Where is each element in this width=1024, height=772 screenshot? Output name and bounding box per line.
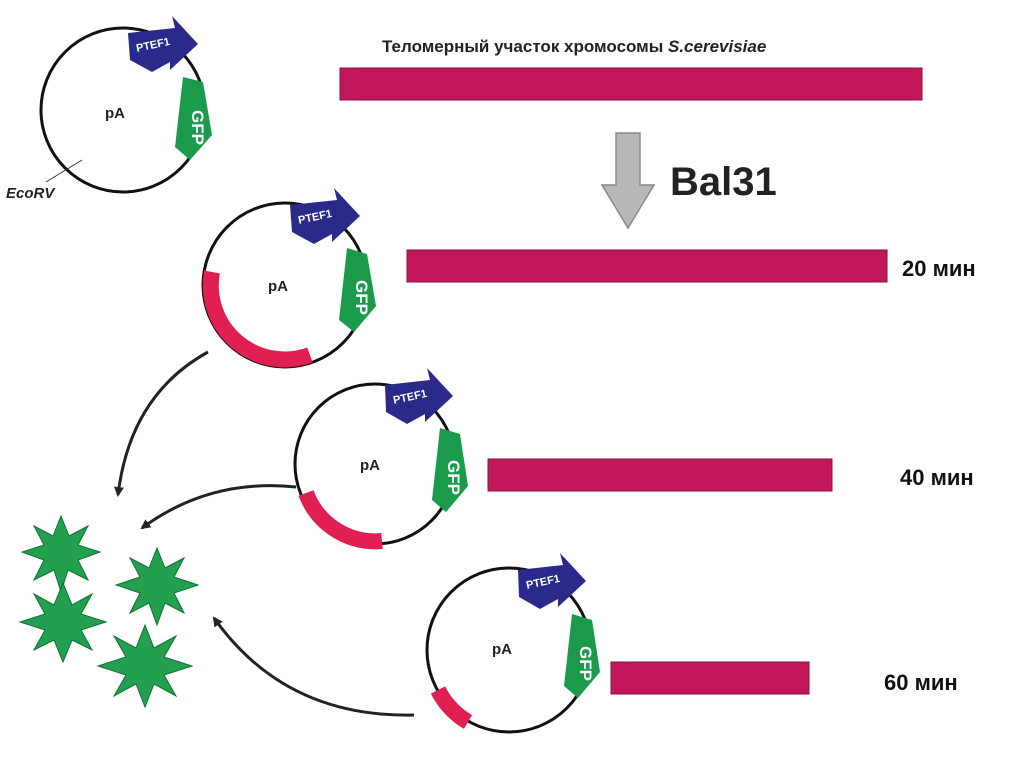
time-label-40: 40 мин	[900, 465, 974, 490]
plasmid-origin-label: pA	[105, 105, 125, 122]
telomeric-insert	[298, 489, 383, 550]
bal31-arrow-icon	[600, 132, 656, 230]
gfp-label: GFP	[444, 460, 463, 495]
ptef1-promoter-arrow-icon	[290, 188, 360, 244]
ecorv-label: EcoRV	[6, 185, 56, 202]
plasmid-original: pA GFP PTEF1 EcoRV	[6, 16, 212, 202]
gfp-segment	[432, 428, 468, 512]
title: Теломерный участок хромосомы S.cerevisia…	[382, 37, 766, 56]
plasmid-origin-label: pA	[268, 278, 288, 295]
ptef1-promoter-arrow-icon	[128, 16, 198, 72]
gfp-colonies	[18, 514, 200, 709]
title-species: S.cerevisiae	[668, 37, 766, 56]
ecorv-pointer	[45, 159, 83, 183]
colony-icon	[96, 623, 194, 709]
transform-arrow-3	[212, 616, 415, 717]
plasmid-20-min: pA GFP PTEF1	[201, 188, 376, 369]
telomere-bar-20-min	[406, 249, 888, 283]
plasmid-40-min: pA GFP PTEF1	[293, 368, 468, 550]
gfp-label: GFP	[352, 280, 371, 315]
transform-arrow-2	[140, 484, 297, 530]
transform-arrow-1	[113, 350, 209, 497]
telomeric-insert	[202, 270, 313, 368]
gfp-segment	[339, 248, 376, 332]
colony-icon	[20, 514, 102, 594]
gfp-segment	[175, 77, 212, 160]
telomere-bar-40-min	[487, 458, 833, 492]
telomere-bar-60-min	[610, 661, 810, 695]
enzyme-label: Bal31	[670, 160, 777, 204]
telomeric-insert	[430, 686, 473, 729]
ptef1-promoter-arrow-icon	[518, 553, 586, 609]
plasmid-60-min: pA GFP PTEF1	[425, 553, 600, 734]
time-label-20: 20 мин	[902, 256, 976, 281]
gfp-label: GFP	[188, 110, 207, 145]
gfp-label: GFP	[576, 646, 595, 681]
title-main: Теломерный участок хромосомы	[382, 37, 668, 56]
plasmid-origin-label: pA	[492, 641, 512, 658]
ptef1-promoter-arrow-icon	[385, 368, 453, 424]
colony-icon	[114, 546, 200, 627]
telomere-bar-full	[339, 67, 923, 101]
gfp-segment	[564, 614, 600, 698]
time-label-60: 60 мин	[884, 670, 958, 695]
colony-icon	[18, 581, 108, 664]
plasmid-origin-label: pA	[360, 457, 380, 474]
